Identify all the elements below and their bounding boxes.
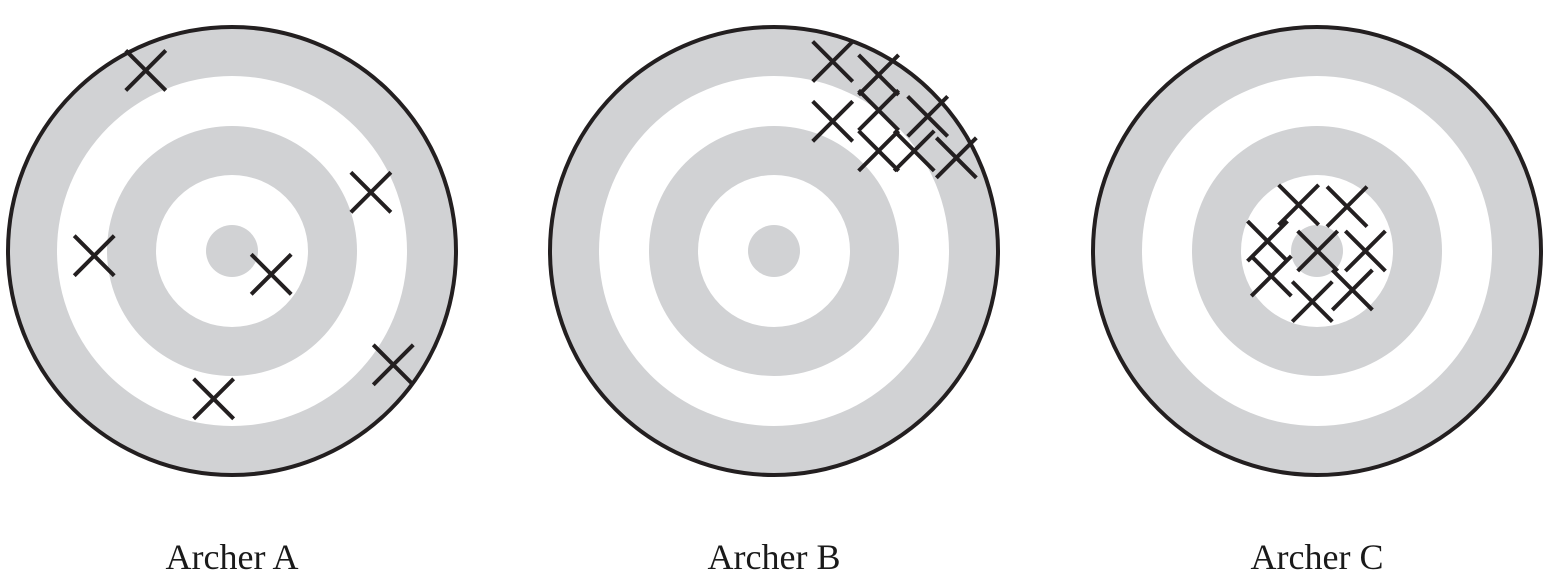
target-archer-c [1091,25,1543,477]
arrow-hit-mark [1249,254,1293,298]
label-archer-b: Archer B [708,537,841,577]
target-rings [6,25,458,477]
arrow-hit-mark [934,136,978,180]
arrow-hit-mark [811,40,855,83]
target-outline [6,25,458,477]
bullseye [748,225,800,277]
bullseye [206,225,258,277]
arrow-hit-mark [1296,229,1340,273]
arrow-hit-mark [124,49,168,92]
arrow-hit-mark [72,234,116,278]
target-outline [548,25,1000,477]
arrow-hit-mark [857,88,901,132]
arrow-hit-mark [857,129,901,173]
target-outline [1091,25,1543,477]
arrow-hits [72,49,415,421]
arrow-hit-mark [857,53,901,97]
arrow-hit-mark [1246,219,1289,263]
arrow-hit-mark [1277,183,1321,227]
label-archer-c: Archer C [1251,537,1384,577]
arrow-hit-mark [249,252,293,296]
arrow-hit-mark [1325,185,1369,229]
arrow-hit-mark [906,94,950,138]
target-archer-b [548,25,1000,477]
arrow-hit-mark [1343,229,1387,273]
target-rings [548,25,1000,477]
label-archer-a: Archer A [166,537,299,577]
target-archer-a [6,25,458,477]
arrow-hit-mark [892,129,936,173]
arrow-hits [1246,183,1387,324]
arrow-hit-mark [1330,268,1374,312]
arrow-hit-mark [811,99,855,143]
arrow-hit-mark [371,343,415,387]
arrow-hit-mark [1290,280,1334,324]
arrow-hits [811,40,978,180]
arrow-hit-mark [349,170,393,214]
arrow-hit-mark [192,377,236,421]
